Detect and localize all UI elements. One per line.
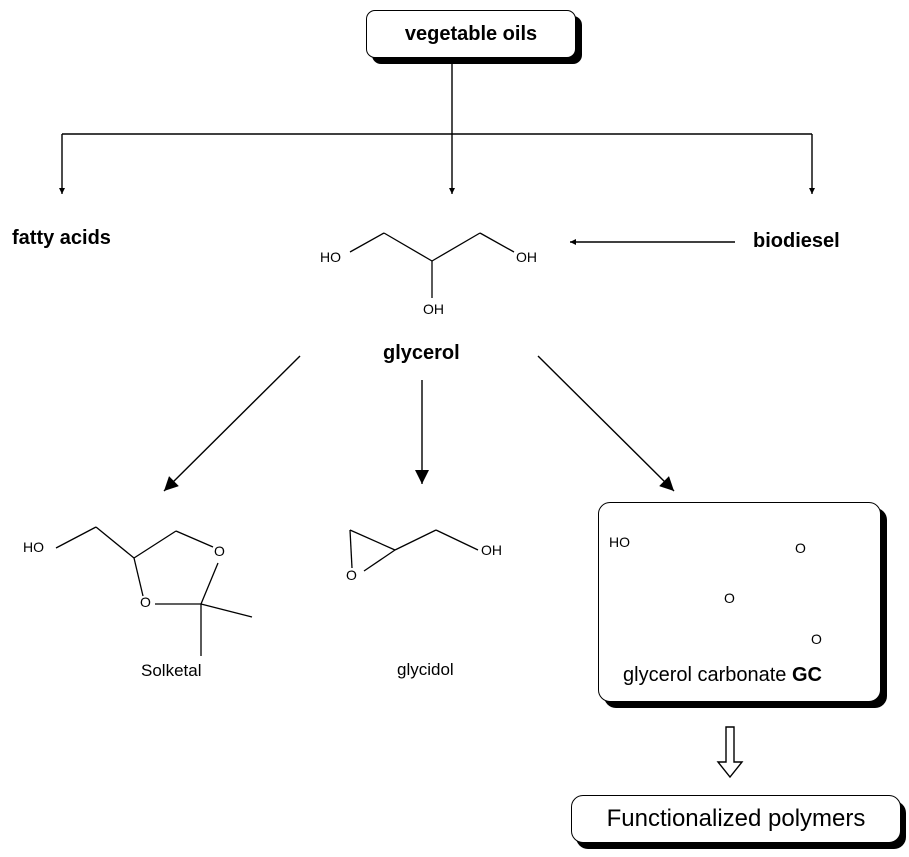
arrow-to-solketal	[163, 355, 301, 492]
glycerol-carbonate-text: glycerol carbonate	[623, 664, 792, 686]
glycidol-label: glycidol	[397, 660, 454, 679]
solketal-o-right: O	[214, 543, 225, 559]
glycidol-structure	[349, 529, 479, 572]
gc-abbrev: GC	[791, 664, 822, 686]
solketal-o-bottom: O	[140, 594, 151, 610]
gc-o-carbonyl: O	[811, 631, 822, 647]
gc-o-right: O	[795, 540, 806, 556]
glycidol-oh: OH	[481, 542, 502, 558]
solketal-ho: HO	[23, 539, 44, 555]
glycerol-carbonate-box	[598, 502, 881, 702]
functionalized-polymers-box: Functionalized polymers	[571, 795, 901, 843]
biodiesel-label: biodiesel	[753, 230, 840, 252]
glycerol-carbonate-label: glycerol carbonate GC	[623, 665, 822, 685]
vegetable-oils-label: vegetable oils	[404, 23, 538, 45]
glycerol-label: glycerol	[383, 342, 460, 364]
functionalized-polymers-label: Functionalized polymers	[606, 805, 866, 832]
glycerol-structure	[349, 232, 515, 298]
gc-o-ring: O	[724, 590, 735, 606]
glycidol-o: O	[346, 567, 357, 583]
solketal-label: Solketal	[141, 661, 202, 680]
glycerol-oh-bottom: OH	[423, 301, 444, 317]
hollow-arrow	[716, 726, 744, 779]
fatty-acids-label: fatty acids	[12, 227, 111, 249]
solketal-structure	[55, 526, 253, 656]
arrow-to-glycerol-carbonate	[537, 355, 675, 492]
gc-ho: HO	[609, 534, 630, 550]
glycerol-ho-left: HO	[320, 249, 341, 265]
vegetable-oils-box: vegetable oils	[366, 10, 576, 58]
glycerol-oh-right: OH	[516, 249, 537, 265]
